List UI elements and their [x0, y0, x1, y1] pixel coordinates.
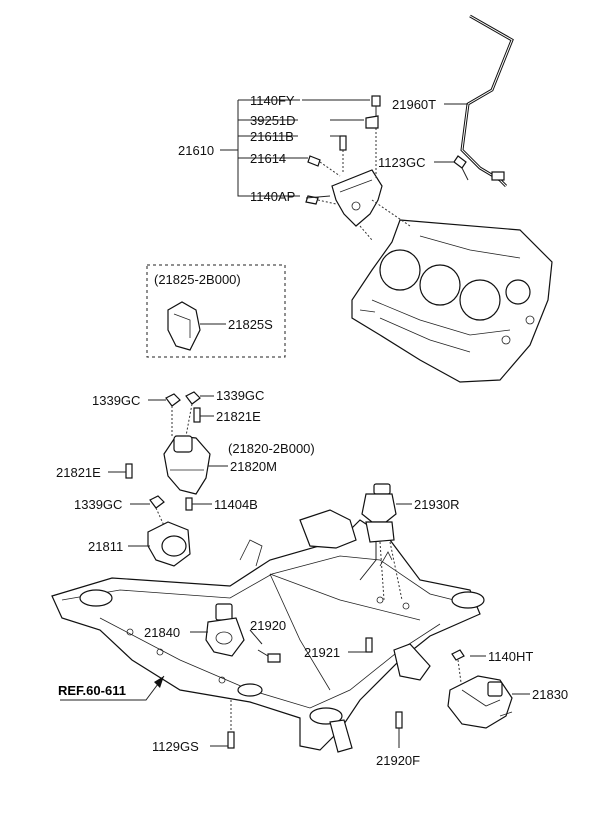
bolt-21920F — [395, 711, 403, 748]
label-21825S: 21825S — [228, 317, 273, 332]
label-39251D: 39251D — [250, 113, 296, 128]
mount-21840 — [190, 603, 281, 663]
label-21820-alt: (21820-2B000) — [228, 441, 315, 456]
label-21820M: 21820M — [230, 459, 277, 474]
label-21840: 21840 — [144, 625, 180, 640]
label-21825-alt: (21825-2B000) — [154, 272, 241, 287]
label-21821E-b: 21821E — [56, 465, 101, 480]
label-21811: 21811 — [88, 539, 123, 554]
mount-21930R — [359, 483, 412, 601]
ref-arrow — [60, 675, 165, 701]
label-21921: 21921 — [304, 645, 340, 660]
label-1339GC-c: 1339GC — [74, 497, 122, 512]
label-1339GC-a: 1339GC — [92, 393, 140, 408]
subframe — [51, 509, 485, 753]
label-1140AP: 1140AP — [250, 189, 295, 204]
label-1123GC: 1123GC — [378, 155, 425, 170]
rod-21960T — [460, 14, 514, 188]
label-21960T: 21960T — [392, 97, 436, 112]
label-1129GS: 1129GS — [152, 739, 199, 754]
label-11404B: 11404B — [214, 497, 258, 512]
label-21821E-a: 21821E — [216, 409, 261, 424]
label-21610: 21610 — [178, 143, 214, 158]
bracket-leaders — [220, 99, 468, 199]
bolt-21921 — [348, 637, 373, 653]
label-ref-60-611: REF.60-611 — [58, 683, 126, 698]
label-21830: 21830 — [532, 687, 568, 702]
bolt-1129GS — [210, 700, 235, 749]
label-1339GC-b: 1339GC — [216, 388, 264, 403]
mount-21820M — [108, 391, 228, 531]
mount-21811 — [128, 521, 191, 567]
label-21930R: 21930R — [414, 497, 460, 512]
label-21920F: 21920F — [376, 753, 420, 768]
label-1140HT: 1140HT — [488, 649, 533, 664]
label-21611B: 21611B — [250, 129, 294, 144]
engine-block — [351, 219, 553, 383]
mount-21830 — [447, 649, 530, 729]
bracket-21610 — [305, 95, 469, 241]
label-21614: 21614 — [250, 151, 286, 166]
label-21920: 21920 — [250, 618, 286, 633]
label-1140FY: 1140FY — [250, 93, 295, 108]
alt-box-21825 — [146, 264, 286, 358]
